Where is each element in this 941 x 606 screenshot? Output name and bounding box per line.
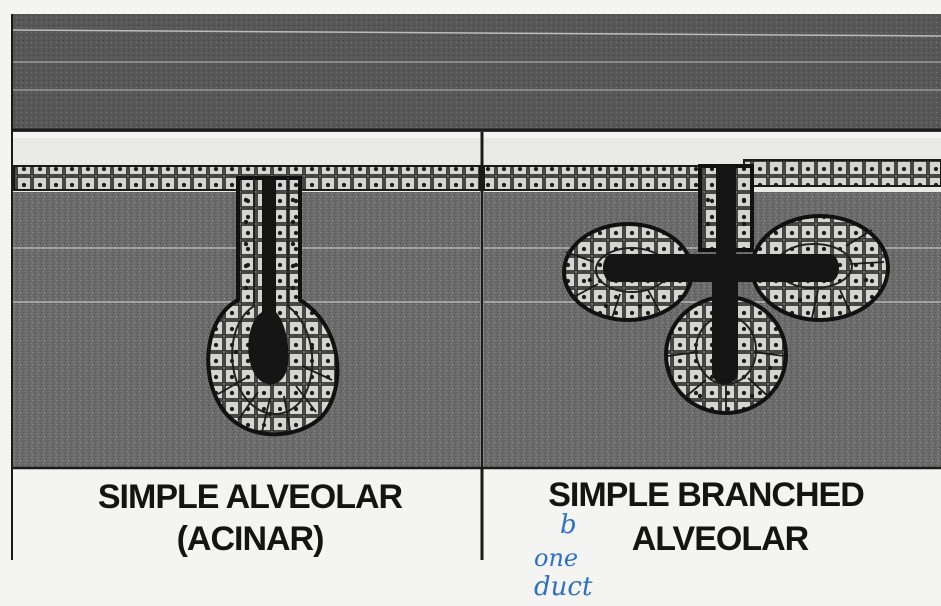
caption-simple-alveolar-line2: (ACINAR) [20, 522, 480, 556]
handwritten-one: one [534, 546, 578, 570]
handwritten-mark: b [560, 512, 577, 538]
handwritten-duct: duct [534, 574, 592, 600]
caption-simple-branched-line2: ALVEOLAR [560, 522, 880, 556]
caption-simple-alveolar-line1: SIMPLE ALVEOLAR [20, 480, 480, 514]
caption-simple-branched-line1: SIMPLE BRANCHED [486, 478, 926, 512]
top-band [12, 14, 941, 132]
surface-epithelium-right [484, 166, 708, 190]
